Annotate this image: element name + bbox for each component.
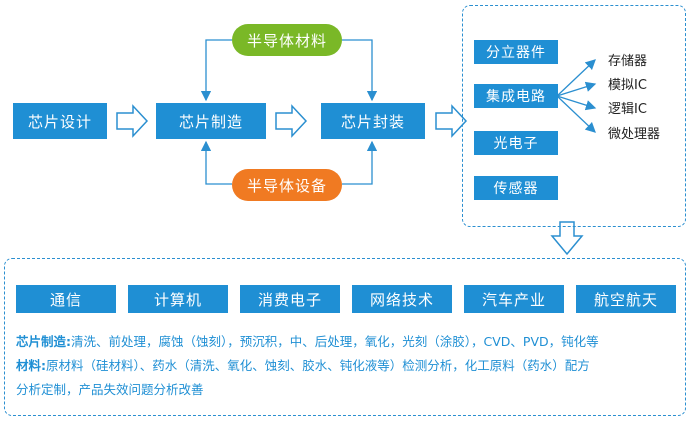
materials-note-continued: 分析定制，产品失效问题分析改善	[16, 379, 204, 398]
application-computers-label: 计算机	[153, 290, 202, 309]
semiconductor-equipment-pill: 半导体设备	[232, 169, 342, 201]
chip-manufacturing-label: 芯片制造	[178, 112, 243, 131]
equipment-line-right	[342, 140, 378, 185]
application-consumer-electronics-label: 消费电子	[257, 290, 322, 309]
applications-container	[4, 258, 686, 416]
application-consumer-electronics: 消费电子	[240, 285, 340, 313]
materials-note: 材料:原材料（硅材料）、药水（清洗、氧化、蚀刻、胶水、钝化液等）检测分析，化工原…	[16, 355, 590, 374]
ic-arrow-4	[556, 95, 596, 133]
chip-packaging-label: 芯片封装	[340, 112, 405, 131]
application-communications-label: 通信	[49, 290, 82, 309]
application-aerospace-label: 航空航天	[593, 290, 658, 309]
application-automotive-label: 汽车产业	[481, 290, 546, 309]
manufacturing-note: 芯片制造:清洗、前处理，腐蚀（蚀刻），预沉积，中、后处理，氧化，光刻（涂胶），C…	[16, 331, 599, 350]
materials-line-right	[342, 39, 378, 102]
ic-arrow-2	[556, 81, 597, 97]
application-aerospace: 航空航天	[576, 285, 676, 313]
chip-packaging-box: 芯片封装	[321, 103, 425, 139]
product-optoelectronics: 光电子	[474, 131, 558, 155]
arrow-manufacturing-to-packaging	[275, 104, 308, 138]
ic-type-logic: 逻辑IC	[608, 102, 647, 117]
product-sensors-label: 传感器	[493, 181, 539, 197]
materials-note-label: 材料:	[16, 358, 46, 373]
semiconductor-equipment-label: 半导体设备	[246, 176, 327, 195]
ic-type-analog: 模拟IC	[608, 78, 647, 93]
product-discrete-label: 分立器件	[486, 45, 546, 61]
product-ic: 集成电路	[474, 84, 558, 108]
materials-note-text-2: 分析定制，产品失效问题分析改善	[16, 382, 204, 397]
ic-type-microprocessor: 微处理器	[608, 127, 661, 142]
products-container	[462, 5, 686, 227]
semiconductor-materials-pill: 半导体材料	[232, 24, 342, 56]
application-automotive: 汽车产业	[464, 285, 564, 313]
materials-note-text: 原材料（硅材料）、药水（清洗、氧化、蚀刻、胶水、钝化液等）检测分析，化工原料（药…	[46, 358, 590, 373]
ic-type-memory: 存储器	[608, 54, 648, 69]
application-network-tech-label: 网络技术	[369, 290, 434, 309]
arrow-packaging-to-products	[435, 104, 468, 138]
semiconductor-materials-label: 半导体材料	[246, 31, 327, 50]
chip-design-box: 芯片设计	[13, 103, 107, 139]
manufacturing-note-label: 芯片制造:	[16, 334, 71, 349]
arrow-products-to-applications	[550, 221, 584, 256]
product-optoelectronics-label: 光电子	[493, 136, 539, 152]
application-computers: 计算机	[128, 285, 228, 313]
arrow-design-to-manufacturing	[116, 104, 149, 138]
ic-arrow-3	[556, 95, 597, 111]
equipment-line-left	[200, 140, 232, 185]
application-communications: 通信	[16, 285, 116, 313]
product-ic-label: 集成电路	[486, 89, 546, 105]
materials-line-left	[200, 39, 232, 102]
ic-arrow-1	[556, 59, 596, 97]
chip-design-label: 芯片设计	[27, 112, 92, 131]
product-sensors: 传感器	[474, 176, 558, 200]
application-network-tech: 网络技术	[352, 285, 452, 313]
product-discrete: 分立器件	[474, 40, 558, 64]
manufacturing-note-text: 清洗、前处理，腐蚀（蚀刻），预沉积，中、后处理，氧化，光刻（涂胶），CVD、PV…	[71, 334, 599, 349]
chip-manufacturing-box: 芯片制造	[156, 103, 266, 139]
